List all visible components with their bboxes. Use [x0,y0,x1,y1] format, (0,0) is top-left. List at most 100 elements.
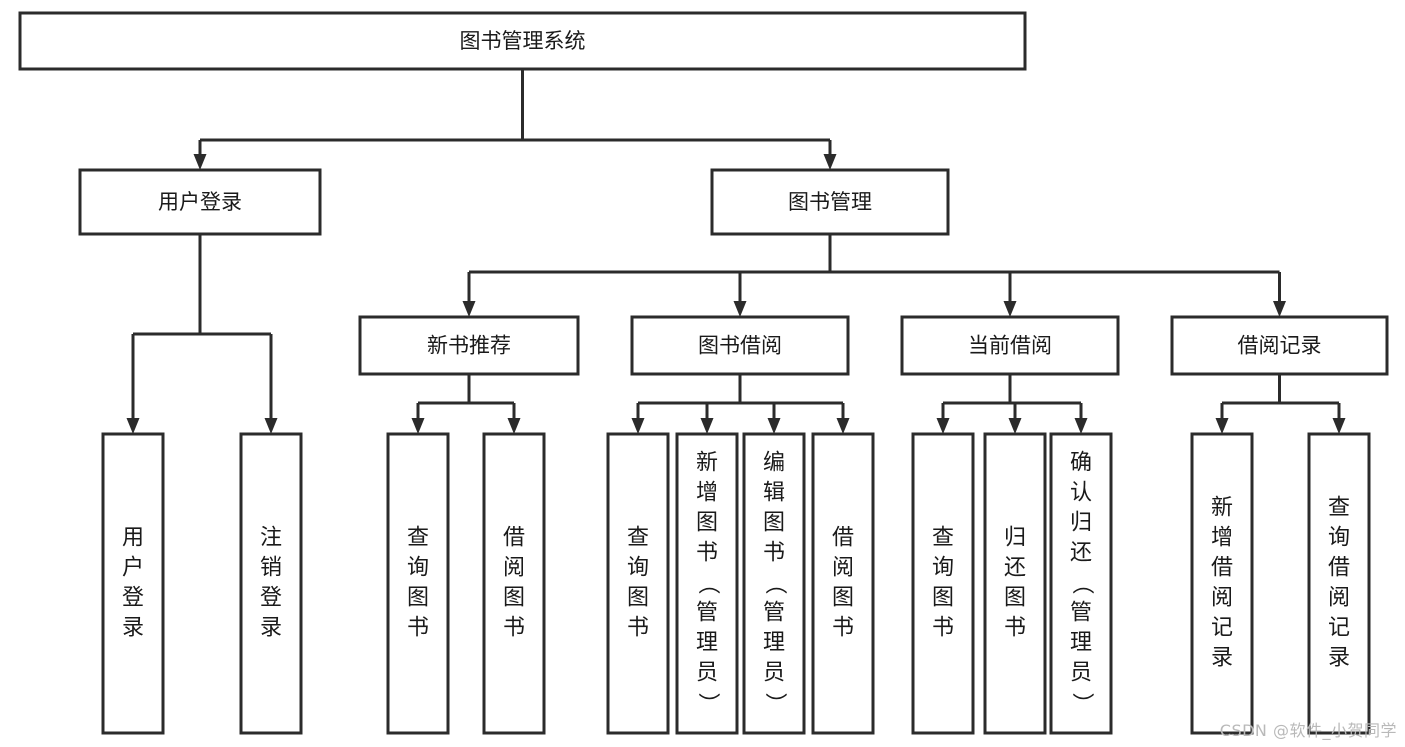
svg-text:询: 询 [407,556,429,581]
svg-text:注: 注 [260,526,282,551]
node-box-leaf-confirm-return [1049,432,1113,735]
arrow-head-leaf-add-record [1215,418,1229,434]
svg-text:图: 图 [1004,586,1026,611]
svg-text:查: 查 [1328,496,1350,521]
svg-text:用: 用 [122,526,144,551]
svg-text:）: ） [1069,692,1094,714]
node-box-leaf-edit-book [742,432,806,735]
node-box-leaf-user-login [101,432,165,735]
node-borrow-record[interactable]: 借阅记录 [1170,315,1389,376]
arrow-head-leaf-add-book [700,418,714,434]
connector-layer [126,69,1346,434]
svg-text:理: 理 [696,631,718,656]
arrow-head-leaf-query-record [1332,418,1346,434]
arrow-head-leaf-user-logout [264,418,278,434]
arrow-head-borrow-record [1273,301,1286,317]
node-box-borrow-record [1170,315,1389,376]
svg-text:图: 图 [832,586,854,611]
node-box-leaf-query-book-1 [386,432,450,735]
svg-text:书: 书 [627,616,649,641]
node-user-login[interactable]: 用户登录 [78,168,322,236]
svg-text:图: 图 [696,511,718,536]
arrow-head-new-book-rec [462,301,476,317]
svg-text:录: 录 [260,616,282,641]
svg-text:认: 认 [1070,481,1092,506]
arrow-head-leaf-confirm-return [1074,418,1088,434]
svg-text:增: 增 [1211,526,1233,551]
svg-text:（: （ [695,572,720,594]
svg-text:理: 理 [763,631,785,656]
node-label-leaf-user-login: 用户登录 [122,526,144,641]
svg-text:图: 图 [627,586,649,611]
svg-text:查: 查 [932,526,954,551]
node-box-book-borrow [630,315,850,376]
node-root[interactable]: 图书管理系统 [18,11,1027,71]
svg-text:阅: 阅 [1211,586,1233,611]
node-new-book-rec[interactable]: 新书推荐 [358,315,580,376]
node-label-root: 图书管理系统 [460,29,586,53]
svg-text:还: 还 [1004,556,1026,581]
node-book-manage[interactable]: 图书管理 [710,168,950,236]
svg-text:户: 户 [122,556,144,581]
svg-text:阅: 阅 [832,556,854,581]
node-leaf-user-login[interactable]: 用户登录 [101,432,165,735]
node-label-book-borrow: 图书借阅 [698,334,782,358]
svg-text:）: ） [695,692,720,714]
svg-text:询: 询 [627,556,649,581]
node-book-borrow[interactable]: 图书借阅 [630,315,850,376]
connector-from-borrow-record [1215,374,1346,434]
arrow-head-leaf-edit-book [767,418,781,434]
svg-text:管: 管 [1070,601,1092,626]
svg-text:查: 查 [627,526,649,551]
svg-text:图: 图 [407,586,429,611]
svg-text:书: 书 [932,616,954,641]
node-label-current-borrow: 当前借阅 [968,334,1052,358]
svg-text:管: 管 [763,601,785,626]
node-box-leaf-query-record [1307,432,1371,735]
arrow-head-leaf-borrow-book-2 [836,418,850,434]
svg-text:员: 员 [763,661,785,686]
node-box-user-login [78,168,322,236]
arrow-head-book-borrow [733,301,747,317]
arrow-head-leaf-query-book-2 [631,418,645,434]
svg-text:辑: 辑 [763,481,785,506]
node-current-borrow[interactable]: 当前借阅 [900,315,1120,376]
node-label-borrow-record: 借阅记录 [1238,334,1322,358]
node-box-leaf-query-book-2 [606,432,670,735]
svg-text:归: 归 [1070,511,1092,536]
svg-text:登: 登 [260,586,282,611]
node-box-book-manage [710,168,950,236]
node-label-user-login: 用户登录 [158,190,242,214]
svg-text:）: ） [762,692,787,714]
node-box-leaf-add-record [1190,432,1254,735]
svg-text:销: 销 [260,556,282,581]
svg-text:还: 还 [1070,541,1092,566]
svg-text:新: 新 [696,451,718,476]
node-box-leaf-user-logout [239,432,303,735]
svg-text:确: 确 [1070,451,1092,476]
node-label-new-book-rec: 新书推荐 [427,334,511,358]
svg-text:记: 记 [1211,616,1233,641]
svg-text:录: 录 [1328,646,1350,671]
svg-text:员: 员 [696,661,718,686]
svg-text:编: 编 [763,451,785,476]
svg-text:书: 书 [696,541,718,566]
